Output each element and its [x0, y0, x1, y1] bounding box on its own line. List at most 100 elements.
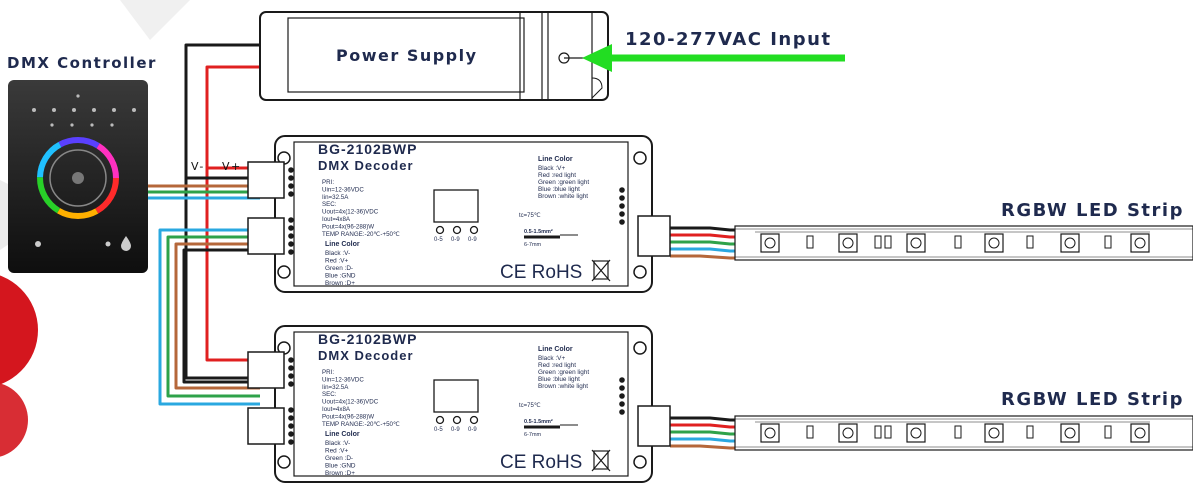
line-color-entry: Blue :GND — [325, 273, 356, 280]
led-chip — [838, 233, 858, 253]
address-dial-icon — [435, 225, 445, 235]
spec-line: PRI: — [322, 369, 334, 376]
wire-red-psu — [205, 65, 260, 362]
dial-range: 0-9 — [451, 237, 460, 243]
spec-line: SEC: — [322, 391, 337, 398]
controller-buttons-row — [32, 94, 136, 127]
wires — [148, 43, 760, 450]
led-chip — [1060, 233, 1080, 253]
address-dial-icon — [452, 225, 462, 235]
led-chip — [838, 423, 858, 443]
led-chip — [1130, 233, 1150, 253]
line-color-entry: Red :red light — [538, 172, 576, 179]
line-color-entry: Black :V- — [325, 250, 350, 257]
spec-line: Uin=12-36VDC — [322, 186, 364, 193]
line-color-entry: Brown :D+ — [325, 280, 355, 287]
line-color-entry: Brown :white light — [538, 383, 588, 390]
power-supply-label: Power Supply — [336, 46, 478, 65]
led-chip — [984, 423, 1004, 443]
line-color-entry: Black :V+ — [538, 165, 565, 172]
line-color-entry: Green :D- — [325, 455, 353, 462]
wire-gauge: 0.5-1.5mm² — [524, 228, 553, 235]
spec-line: Uin=12-36VDC — [322, 376, 364, 383]
spec-line: TEMP RANGE:-20℃-+50℃ — [322, 421, 400, 428]
resistor — [1104, 235, 1112, 249]
led-chip — [760, 233, 780, 253]
spec-line: Iout=4x8A — [322, 406, 351, 413]
resistor — [1026, 425, 1034, 439]
address-dial-icon — [435, 415, 445, 425]
line-color-title: Line Color — [325, 241, 360, 248]
line-color-title: Line Color — [325, 431, 360, 438]
ce-rohs-mark: CE RoHS — [500, 452, 582, 473]
temp-note: tc=75℃ — [519, 403, 541, 409]
line-color-entry: Green :green light — [538, 179, 589, 186]
led-chip — [760, 423, 780, 443]
led-chip — [906, 423, 926, 443]
line-color-entry: Red :red light — [538, 362, 576, 369]
decoder-model: BG-2102BWP — [318, 331, 417, 347]
line-color-entry: Brown :D+ — [325, 470, 355, 477]
spec-line: TEMP RANGE:-20℃-+50℃ — [322, 231, 400, 238]
resistor — [874, 425, 882, 439]
resistor — [1104, 425, 1112, 439]
line-color-entry: Blue :blue light — [538, 186, 580, 193]
line-color-title: Line Color — [538, 346, 573, 353]
v-minus-label: V- — [191, 160, 205, 173]
line-color-entry: Blue :GND — [325, 463, 356, 470]
dial-range: 0-9 — [451, 427, 460, 433]
led-chip — [984, 233, 1004, 253]
address-dial-icon — [452, 415, 462, 425]
address-display — [433, 379, 479, 413]
spec-line: PRI: — [322, 179, 334, 186]
dial-range: 0-9 — [468, 237, 477, 243]
resistor — [954, 235, 962, 249]
address-dial-icon — [469, 225, 479, 235]
address-display — [433, 189, 479, 223]
dmx-controller — [8, 80, 148, 273]
led-strip-bottom-label: RGBW LED Strip — [1001, 389, 1184, 410]
decoder-type: DMX Decoder — [318, 158, 414, 173]
led-chip — [1130, 423, 1150, 443]
line-color-title: Line Color — [538, 156, 573, 163]
led-chip — [1060, 423, 1080, 443]
led-strip-top-label: RGBW LED Strip — [1001, 200, 1184, 221]
led-chip — [906, 233, 926, 253]
line-color-entry: Red :V+ — [325, 448, 349, 455]
spec-line: Iin=32.5A — [322, 194, 349, 201]
resistor — [954, 425, 962, 439]
rgbw-led-strip-1 — [734, 225, 1193, 261]
resistor — [874, 235, 882, 249]
strip-length: 6-7mm — [524, 432, 542, 438]
decoder-model: BG-2102BWP — [318, 141, 417, 157]
dmx-controller-label: DMX Controller — [7, 54, 157, 72]
temp-note: tc=75℃ — [519, 213, 541, 219]
decoder-type: DMX Decoder — [318, 348, 414, 363]
line-color-entry: Blue :blue light — [538, 376, 580, 383]
spec-line: Uout=4x(12-36)VDC — [322, 399, 379, 406]
rgbw-led-strip-2 — [734, 415, 1193, 451]
dial-range: 0-5 — [434, 237, 443, 243]
wire-gauge: 0.5-1.5mm² — [524, 418, 553, 425]
spec-line: Pout=4x(96-288)W — [322, 413, 374, 420]
ac-input-label: 120-277VAC Input — [625, 29, 832, 50]
line-color-entry: Red :V+ — [325, 258, 349, 265]
resistor — [806, 425, 814, 439]
drop-icon — [121, 236, 131, 251]
spec-line: Uout=4x(12-36)VDC — [322, 209, 379, 216]
resistor — [884, 425, 892, 439]
dial-range: 0-5 — [434, 427, 443, 433]
line-color-entry: Brown :white light — [538, 193, 588, 200]
color-wheel-icon — [37, 137, 119, 219]
line-color-entry: Green :D- — [325, 265, 353, 272]
ce-rohs-mark: CE RoHS — [500, 262, 582, 283]
spec-line: Iout=4x8A — [322, 216, 351, 223]
spec-line: SEC: — [322, 201, 337, 208]
line-color-entry: Black :V+ — [538, 355, 565, 362]
spec-line: Iin=32.5A — [322, 384, 349, 391]
address-dial-icon — [469, 415, 479, 425]
weee-bin-icon — [593, 260, 609, 280]
